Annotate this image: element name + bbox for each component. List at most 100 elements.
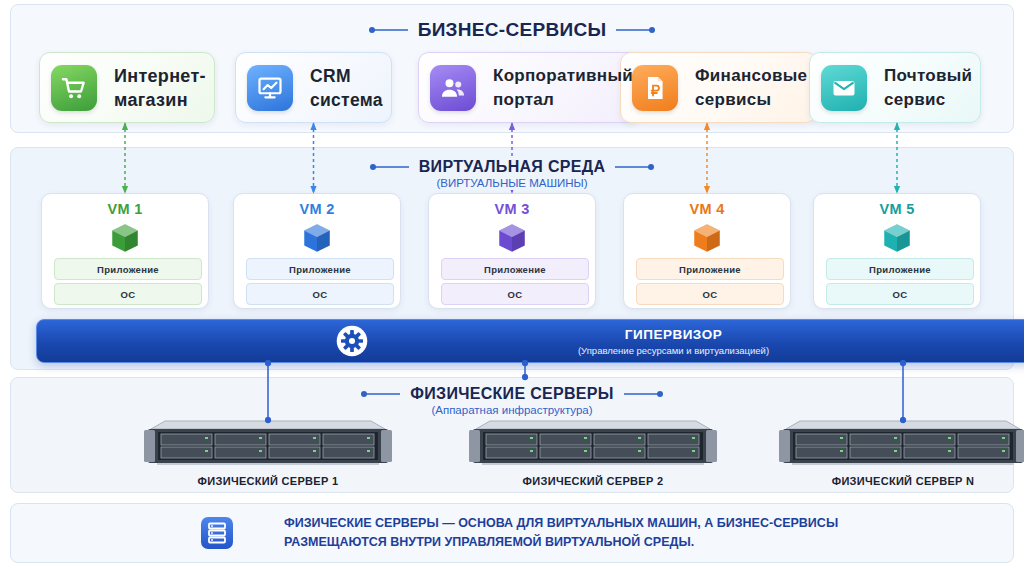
service-label: Финансовые сервисы	[689, 64, 808, 112]
service-box: Корпоративный портал	[418, 52, 642, 123]
heading-rule-line	[624, 393, 660, 395]
note-label: ФИЗИЧЕСКИЕ СЕРВЕРЫ — ОСНОВА ДЛЯ ВИРТУАЛЬ…	[284, 514, 884, 552]
service-icon	[430, 65, 476, 111]
band-heading: ФИЗИЧЕСКИЕ СЕРВЕРЫ(Аппаратная инфраструк…	[11, 384, 1013, 417]
service-text: CRM система	[304, 64, 383, 112]
vm-card: VM 4 ПриложениеОС	[623, 193, 791, 309]
server-node: ФИЗИЧЕСКИЙ СЕРВЕР 1	[61, 420, 475, 490]
vm-heading: VM 4	[624, 200, 790, 218]
heading-rule-line	[615, 166, 651, 168]
vm-cube	[495, 221, 529, 255]
heading-rule-dot	[657, 391, 663, 397]
vm-layer-box: ОС	[246, 283, 394, 305]
vm-layer-label: ОС	[115, 286, 142, 304]
heading-rule	[615, 162, 655, 172]
band-heading-row: ФИЗИЧЕСКИЕ СЕРВЕРЫ	[360, 384, 663, 403]
service-text: Почтовый сервис	[878, 64, 972, 112]
vm-layer-label: ОС	[697, 286, 724, 304]
vm-cube-use	[304, 224, 330, 252]
vm-layer-label: ОС	[502, 286, 529, 304]
service-box: Финансовые сервисы	[620, 52, 817, 123]
heading-rule-dot	[369, 27, 375, 33]
vm-card: VM 3 ПриложениеОС	[428, 193, 596, 309]
heading-rule-line	[616, 29, 652, 31]
server-illustration	[143, 420, 393, 466]
vm-layer-box: Приложение	[441, 258, 589, 280]
hypervisor-label: ГИПЕРВИЗОР	[37, 325, 1024, 344]
service-label: Корпоративный портал	[487, 64, 633, 112]
vm-card: VM 5ПриложениеОС	[813, 193, 981, 309]
service-label: Почтовый сервис	[878, 64, 972, 112]
vm-layer-box: ОС	[636, 283, 784, 305]
heading-rule-line	[372, 29, 408, 31]
vm-heading: VM 3	[429, 200, 595, 218]
band-title: ФИЗИЧЕСКИЕ СЕРВЕРЫ	[404, 384, 619, 403]
band-heading-row: ВИРТУАЛЬНАЯ СРЕДА	[369, 157, 656, 176]
vm-heading: VM 2	[234, 200, 400, 218]
band-heading: БИЗНЕС-СЕРВИСЫ	[11, 18, 1013, 42]
vm-layer-label: Приложение	[283, 261, 357, 279]
band-title-sub: (Аппаратная инфраструктура)	[425, 403, 598, 417]
layer-band: VM 1 ПриложениеОС VM 2 ПриложениеОС VM 3 Прил…	[10, 147, 1014, 370]
band-heading: ВИРТУАЛЬНАЯ СРЕДА(ВИРТУАЛЬНЫЕ МАШИНЫ)	[11, 157, 1013, 190]
gear-icon-use	[337, 326, 368, 357]
heading-rule	[360, 389, 400, 399]
vm-layer-label: Приложение	[863, 261, 937, 279]
note-box: ФИЗИЧЕСКИЕ СЕРВЕРЫ — ОСНОВА ДЛЯ ВИРТУАЛЬ…	[10, 503, 1014, 563]
server-label: ФИЗИЧЕСКИЙ СЕРВЕР 2	[386, 473, 800, 489]
heading-rule-line	[364, 393, 400, 395]
service-icon	[51, 65, 97, 111]
vm-heading: VM 5	[814, 200, 980, 218]
service-glyph	[439, 74, 467, 102]
band-heading-row: БИЗНЕС-СЕРВИСЫ	[368, 18, 657, 42]
server-label: ФИЗИЧЕСКИЙ СЕРВЕР 1	[61, 473, 475, 489]
vm-label: VM 5	[873, 200, 920, 218]
service-text: Финансовые сервисы	[689, 64, 808, 112]
server-label: ФИЗИЧЕСКИЙ СЕРВЕР N	[696, 473, 1024, 489]
vm-cube-use	[499, 224, 525, 252]
server-illustration-use	[779, 421, 1024, 465]
service-glyph-use	[63, 79, 84, 98]
service-icon	[247, 65, 293, 111]
vm-heading: VM 1	[42, 200, 208, 218]
note-text: ФИЗИЧЕСКИЕ СЕРВЕРЫ — ОСНОВА ДЛЯ ВИРТУАЛЬ…	[284, 514, 884, 552]
server-node: ФИЗИЧЕСКИЙ СЕРВЕР N	[696, 420, 1024, 490]
vm-label: VM 4	[683, 200, 730, 218]
vm-label: VM 1	[101, 200, 148, 218]
heading-rule	[368, 25, 408, 35]
heading-rule-dot	[370, 164, 376, 170]
heading-rule-line	[373, 166, 409, 168]
service-glyph-use	[442, 79, 464, 96]
vm-layer-box: Приложение	[826, 258, 974, 280]
service-glyph	[60, 74, 88, 102]
vm-cube-use	[112, 224, 138, 252]
band-title: ВИРТУАЛЬНАЯ СРЕДА	[413, 157, 612, 176]
vm-cube-use	[694, 224, 720, 252]
service-text: Интернет-магазин	[108, 64, 206, 112]
vm-cube	[108, 221, 142, 255]
service-text: Корпоративный портал	[487, 64, 633, 112]
service-icon	[821, 65, 867, 111]
service-box: Интернет-магазин	[39, 52, 215, 123]
vm-card: VM 1 ПриложениеОС	[41, 193, 209, 309]
vm-layer-label: Приложение	[673, 261, 747, 279]
vm-layer-box: Приложение	[636, 258, 784, 280]
service-glyph	[256, 74, 284, 102]
vm-layer-box: Приложение	[54, 258, 202, 280]
vm-layer-box: Приложение	[246, 258, 394, 280]
vm-cube	[880, 221, 914, 255]
vm-layer-box: ОС	[54, 283, 202, 305]
vm-cube-use	[884, 224, 910, 252]
vm-layer-label: ОС	[307, 286, 334, 304]
service-label: Интернет-магазин	[108, 64, 206, 112]
vm-cube	[690, 221, 724, 255]
service-label: CRM система	[304, 64, 383, 112]
service-box: CRM система	[235, 52, 392, 123]
heading-rule	[616, 25, 656, 35]
service-glyph	[641, 74, 669, 102]
vm-layer-label: Приложение	[91, 261, 165, 279]
layer-band: ФИЗИЧЕСКИЙ СЕРВЕР 1ФИЗИЧЕСКИЙ СЕРВЕР 2 ФИ…	[10, 377, 1014, 493]
service-glyph-use	[260, 78, 281, 97]
server-illustration-use	[144, 421, 392, 465]
